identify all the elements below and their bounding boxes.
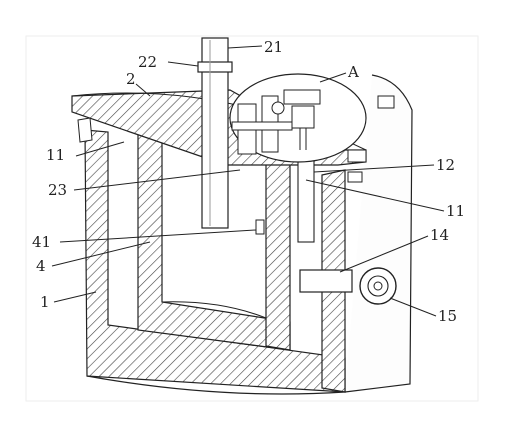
valve-assembly: [299, 267, 397, 305]
label-23: 23: [48, 181, 67, 199]
label-21: 21: [264, 38, 283, 56]
label-22: 22: [138, 53, 157, 71]
outer-vessel: [86, 74, 413, 395]
reference-labels: 21 22 2 A 11 12 23 11 41 14 4 1 15: [32, 38, 465, 325]
sensor-block: [255, 219, 265, 235]
side-lugs: [347, 95, 395, 183]
rod-assembly: [197, 37, 233, 229]
leader-lines: [51, 45, 445, 317]
label-14: 14: [430, 226, 449, 244]
label-11-left: 11: [46, 146, 65, 164]
label-41: 41: [32, 233, 51, 251]
label-4: 4: [36, 257, 46, 275]
label-11-right: 11: [446, 202, 465, 220]
label-A: A: [347, 63, 359, 81]
label-12: 12: [436, 156, 455, 174]
label-2: 2: [126, 70, 136, 88]
detail-circle-a: [229, 73, 367, 163]
label-15: 15: [438, 307, 457, 325]
label-1: 1: [40, 293, 50, 311]
figure-frame: [25, 35, 479, 402]
